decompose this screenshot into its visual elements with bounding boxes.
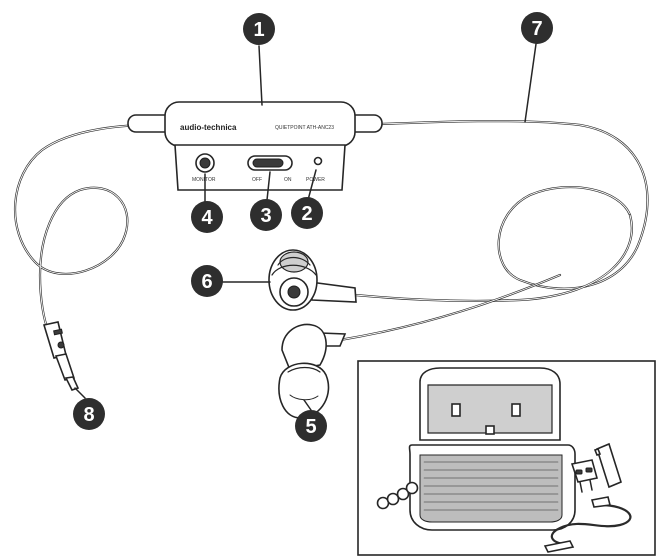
svg-text:2: 2 <box>301 203 312 225</box>
power-indicator-lamp <box>313 156 323 166</box>
svg-text:8: 8 <box>83 404 94 426</box>
earpiece-lower <box>278 323 347 419</box>
callout-8: 8 <box>73 398 105 430</box>
brand-logo-text: audio-technica <box>180 123 237 132</box>
callout-1: 1 <box>243 13 275 45</box>
power-switch-knob <box>252 158 284 168</box>
svg-text:3: 3 <box>260 205 271 227</box>
noise-cancelling-control-box: audio-technica QUIETPOINT ATH-ANC23 MONI… <box>127 101 383 191</box>
callout-2: 2 <box>291 197 323 229</box>
stereo-mini-plug <box>42 321 80 391</box>
carrying-case <box>408 367 576 531</box>
monitor-label: MONITOR <box>192 177 216 183</box>
cable-assembly <box>14 120 649 342</box>
extension-cord <box>543 496 632 553</box>
callout-5: 5 <box>295 410 327 442</box>
switch-off-label: OFF <box>252 177 262 183</box>
spare-ear-tips <box>376 481 419 510</box>
power-label: POWER <box>306 177 325 183</box>
callout-3: 3 <box>250 199 282 231</box>
accessories-inset <box>357 360 656 556</box>
earpiece-upper <box>268 249 357 311</box>
flight-adapter <box>570 459 598 493</box>
callout-7: 7 <box>521 12 553 44</box>
switch-on-label: ON <box>284 177 292 183</box>
callout-markers: 1 7 4 3 2 6 5 8 <box>73 12 553 442</box>
model-label: QUIETPOINT ATH-ANC23 <box>275 125 334 131</box>
callout-6: 6 <box>191 265 223 297</box>
svg-text:1: 1 <box>253 19 264 41</box>
svg-text:6: 6 <box>201 271 212 293</box>
svg-text:4: 4 <box>201 207 213 229</box>
callout-4: 4 <box>191 201 223 233</box>
svg-text:5: 5 <box>305 416 316 438</box>
svg-text:7: 7 <box>531 18 542 40</box>
monitor-button-center <box>199 157 211 169</box>
aaa-battery <box>593 442 622 489</box>
